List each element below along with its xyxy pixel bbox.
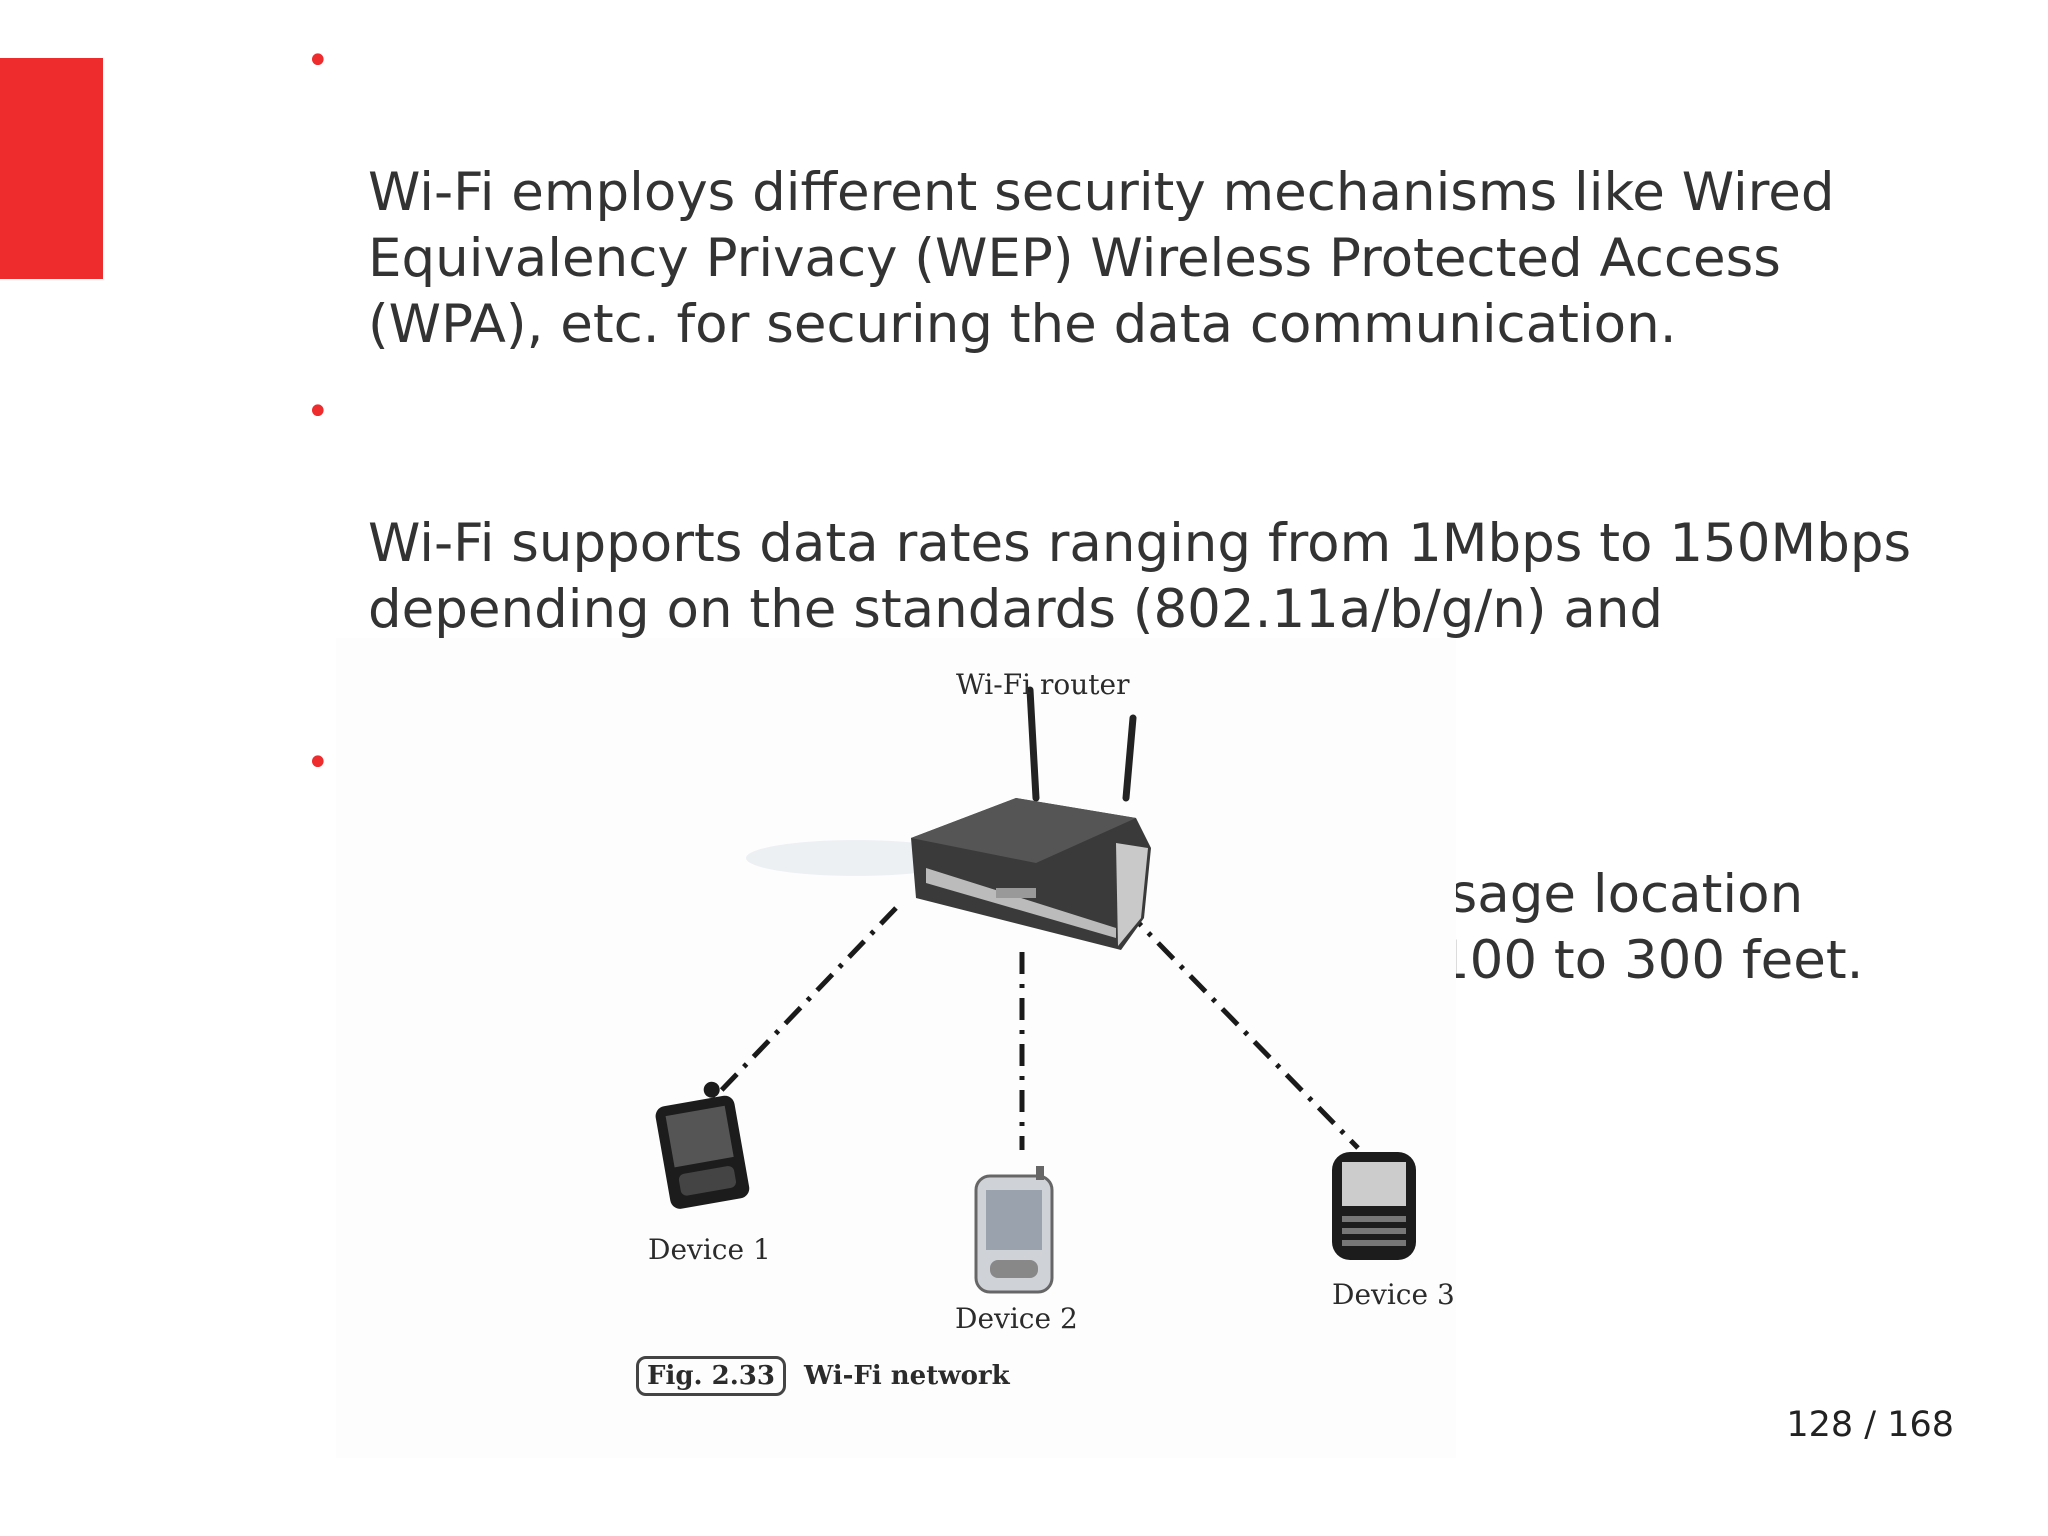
bullet-dot-icon: • <box>306 389 330 435</box>
link-device-1 <box>712 906 898 1100</box>
page-number: 128 / 168 <box>1786 1405 1954 1445</box>
wifi-network-figure: Wi-Fi router Device 1 Device 2 Device 3 … <box>336 638 1456 1458</box>
accent-bar <box>0 58 103 279</box>
figure-title: Wi-Fi network <box>803 1361 1010 1391</box>
device-3-icon <box>1332 1152 1416 1260</box>
router-icon <box>746 686 1151 950</box>
bullet-text: Wi-Fi employs different security mechani… <box>368 162 1835 355</box>
figure-number: Fig. 2.33 <box>636 1356 786 1396</box>
bullet-item: • Wi-Fi employs different security mecha… <box>300 28 2040 358</box>
link-device-3 <box>1124 908 1360 1150</box>
device-2-icon <box>974 1166 1054 1294</box>
router-label: Wi-Fi router <box>956 668 1130 701</box>
device-2-label: Device 2 <box>955 1302 1078 1335</box>
figure-caption: Fig. 2.33 Wi-Fi network <box>636 1356 1010 1396</box>
bullet-dot-icon: • <box>306 740 330 786</box>
wifi-network-diagram <box>655 686 1416 1294</box>
device-3-label: Device 3 <box>1332 1278 1455 1311</box>
bullet-dot-icon: • <box>306 38 330 84</box>
device-1-label: Device 1 <box>648 1233 771 1266</box>
device-1-icon <box>655 1081 750 1209</box>
